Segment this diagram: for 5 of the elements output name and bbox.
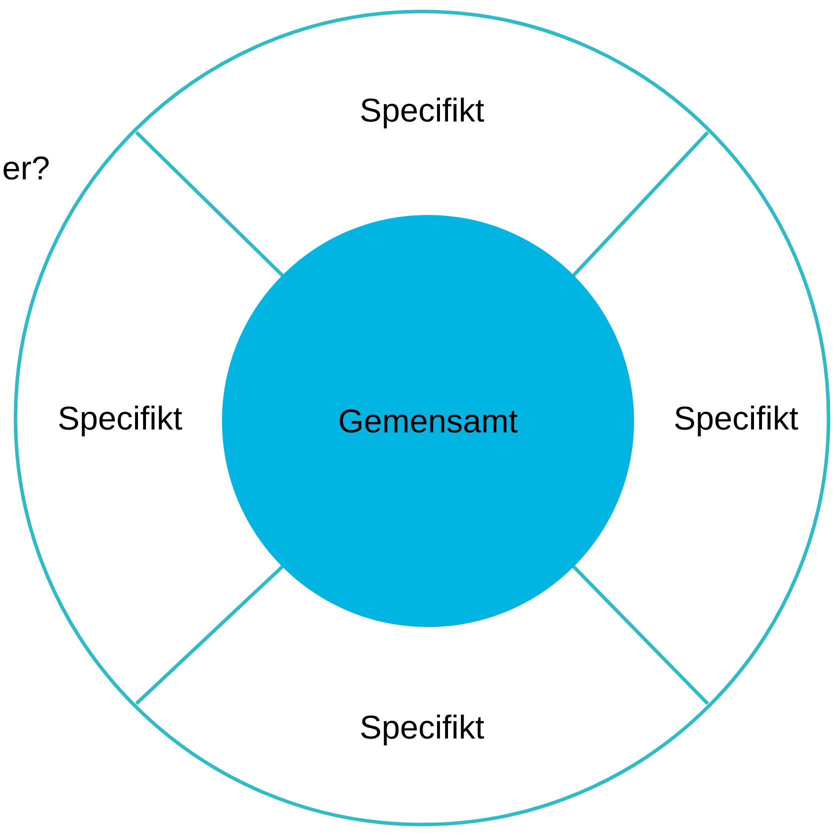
segment-label: Specifikt — [59, 406, 182, 436]
question-text: er? — [4, 156, 49, 180]
segment-label: Specifikt — [361, 714, 484, 746]
segment-label: Specifikt — [675, 406, 798, 436]
segment-label: Specifikt — [361, 98, 484, 128]
